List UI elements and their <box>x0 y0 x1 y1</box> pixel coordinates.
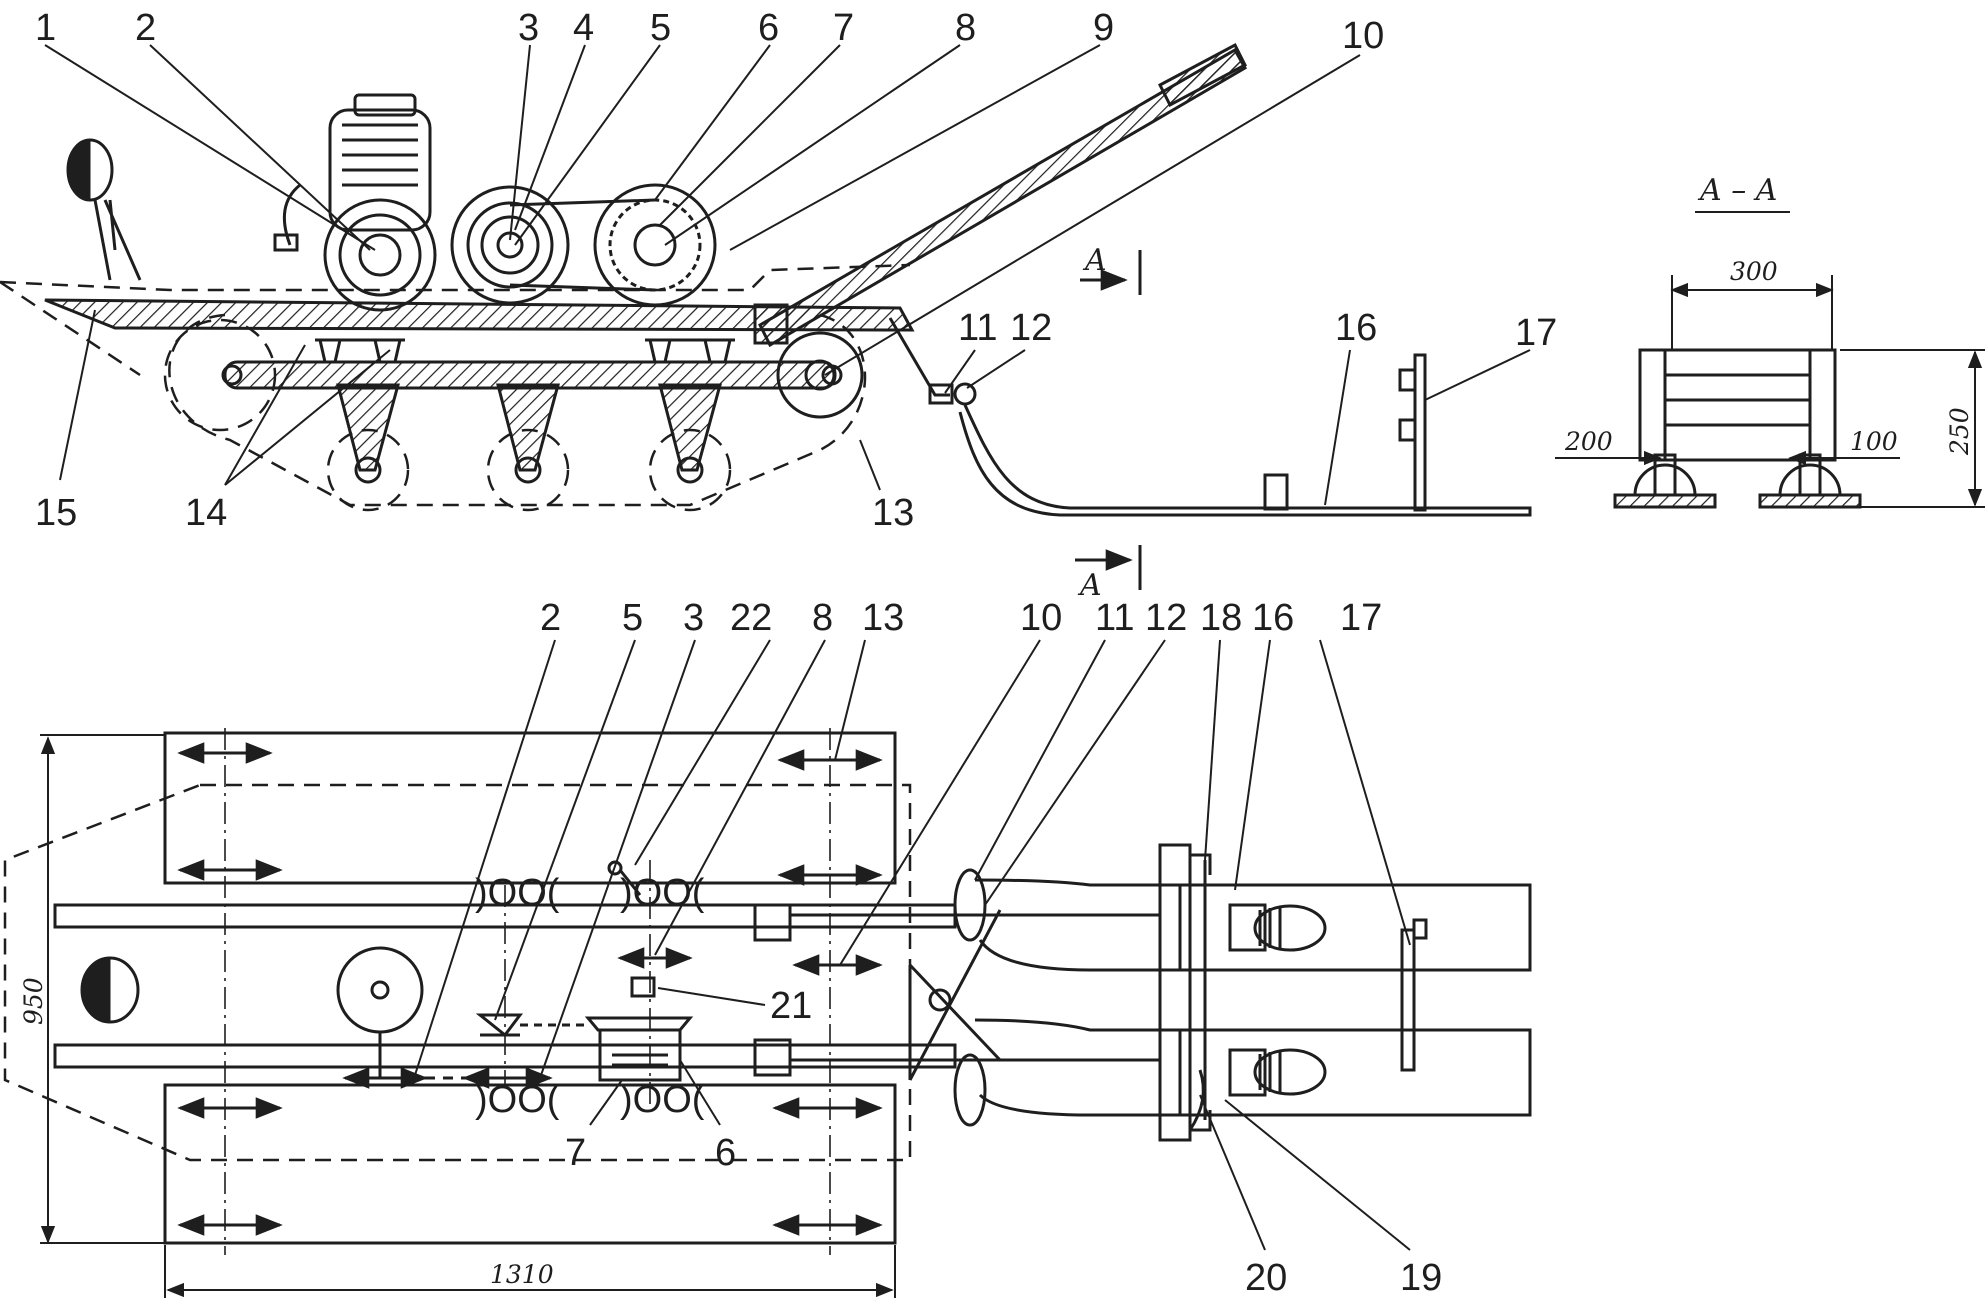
plan-callout-22: 22 <box>730 597 772 639</box>
dim-right-offset: 100 <box>1850 427 1898 456</box>
plan-callout-2: 2 <box>540 597 561 639</box>
dim-height: 250 <box>1945 407 1974 456</box>
svg-text:)OO(: )OO( <box>475 872 560 914</box>
plan-cross-beam <box>1158 843 1192 1142</box>
side-body-outline <box>0 263 911 292</box>
plan-callout-5: 5 <box>622 597 643 639</box>
callout-9: 9 <box>1093 7 1114 49</box>
headlight-upper <box>1228 903 1327 952</box>
callout-1: 1 <box>35 7 56 49</box>
callout-17: 17 <box>1515 312 1557 354</box>
drive-belt <box>509 198 656 207</box>
plan-callout-11: 11 <box>1095 597 1134 639</box>
callout-14: 14 <box>185 492 227 534</box>
side-ski <box>958 404 1532 517</box>
road-wheel-2 <box>486 428 570 512</box>
callout-10: 10 <box>1342 15 1384 57</box>
plan-callout-12: 12 <box>1145 597 1187 639</box>
callout-2: 2 <box>135 7 156 49</box>
plan-callout-6: 6 <box>715 1132 736 1174</box>
side-body-front <box>0 280 141 377</box>
dim-left-offset: 200 <box>1564 427 1613 456</box>
plan-callout-17: 17 <box>1340 597 1382 639</box>
engine <box>273 93 432 252</box>
plan-callout-7: 7 <box>565 1132 586 1174</box>
plan-ski-lower <box>1178 1028 1532 1117</box>
svg-text:)OO(: )OO( <box>620 1079 705 1121</box>
plan-driven-pulley <box>598 1028 682 1082</box>
callout-6: 6 <box>758 7 779 49</box>
front-track-wheel <box>776 331 864 419</box>
plan-callout-13: 13 <box>862 597 904 639</box>
plan-ski-upper <box>1178 883 1532 972</box>
frame-rail <box>44 298 915 332</box>
callout-3: 3 <box>518 7 539 49</box>
dim-overall-width: 950 <box>19 977 48 1025</box>
side-view: A A 1 2 3 4 5 6 7 8 9 10 11 12 <box>0 7 1557 603</box>
engine-pulley <box>323 198 437 312</box>
callout-12: 12 <box>1010 307 1052 349</box>
steering-tiller <box>753 42 1248 348</box>
section-title: A – A <box>1697 173 1777 208</box>
callout-11: 11 <box>958 307 997 349</box>
callout-13: 13 <box>872 492 914 534</box>
intermediate-pulley <box>450 185 570 305</box>
callout-4: 4 <box>573 7 594 49</box>
headlight-lower <box>1188 1048 1327 1131</box>
plan-callout-19: 19 <box>1400 1257 1442 1299</box>
plan-body-outline <box>3 783 912 1162</box>
plan-callout-16: 16 <box>1252 597 1294 639</box>
svg-text:)OO(: )OO( <box>620 872 705 914</box>
road-wheel-1 <box>326 428 410 512</box>
section-marker-top: A <box>1082 243 1107 278</box>
plan-callout-20: 20 <box>1245 1257 1287 1299</box>
track-tread-marks <box>177 742 883 1236</box>
rear-track-wheel <box>163 318 277 432</box>
plan-track-upper <box>163 731 897 885</box>
plan-callout-8: 8 <box>812 597 833 639</box>
support-leg-3 <box>658 383 722 472</box>
plan-engine-flywheel <box>336 946 424 1034</box>
plan-callout-18: 18 <box>1200 597 1242 639</box>
section-marker-bottom: A <box>1077 568 1102 603</box>
callout-15: 15 <box>35 492 77 534</box>
callout-7: 7 <box>833 7 854 49</box>
plan-steering-linkage <box>908 909 1002 1081</box>
support-leg-1 <box>336 383 400 472</box>
track-loop <box>168 313 867 507</box>
callout-8: 8 <box>955 7 976 49</box>
dim-track-length: 1310 <box>490 1260 554 1289</box>
callout-5: 5 <box>650 7 671 49</box>
driven-pulley <box>593 183 717 307</box>
road-wheel-3 <box>648 428 732 512</box>
section-a-a: A – A 300 250 200 100 <box>1555 173 1985 509</box>
plan-callout-10: 10 <box>1020 597 1062 639</box>
plan-view: )OO( )OO( )OO( )OO( <box>3 597 1532 1299</box>
dim-width: 300 <box>1730 257 1778 286</box>
callout-16: 16 <box>1335 307 1377 349</box>
svg-text:)OO(: )OO( <box>475 1079 560 1121</box>
plan-callout-3: 3 <box>683 597 704 639</box>
support-leg-2 <box>496 383 560 472</box>
plan-callout-21: 21 <box>770 985 812 1027</box>
